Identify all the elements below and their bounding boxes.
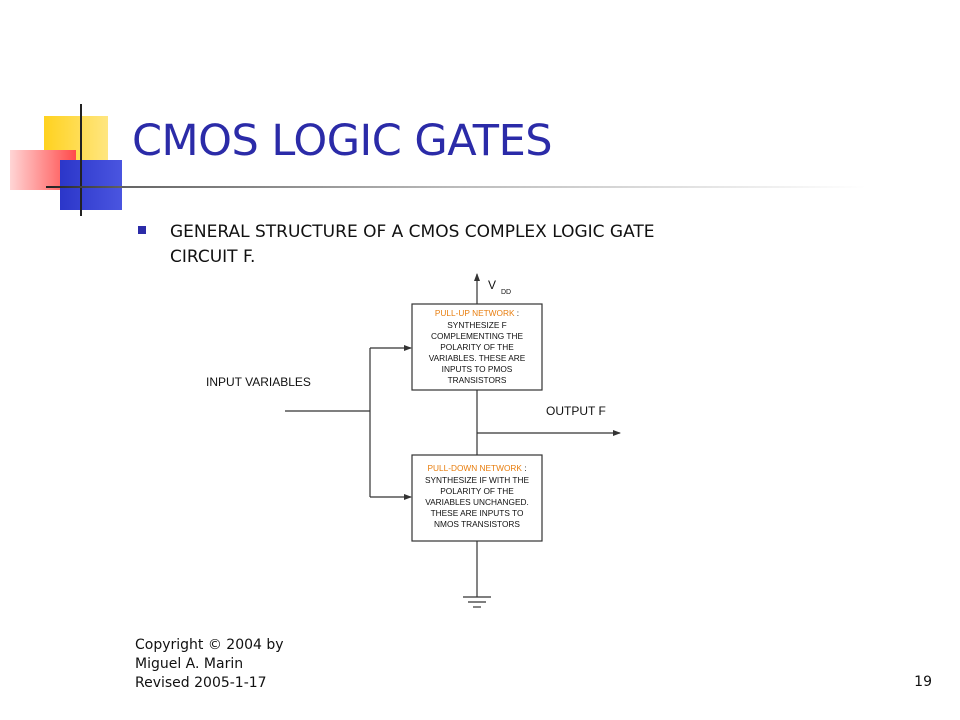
pullup-line: COMPLEMENTING THE: [431, 331, 524, 341]
page-number: 19: [914, 674, 932, 690]
decor-blue-square: [60, 160, 122, 210]
pullup-title: PULL-UP NETWORK :: [435, 308, 519, 318]
pulldown-line: POLARITY OF THE: [440, 486, 514, 496]
pullup-line: VARIABLES. THESE ARE: [429, 353, 526, 363]
bullet-line-2: CIRCUIT F.: [170, 247, 256, 267]
bullet-text: GENERAL STRUCTURE OF A CMOS COMPLEX LOGI…: [170, 220, 810, 270]
pulldown-line: THESE ARE INPUTS TO: [431, 508, 524, 518]
pulldown-line: SYNTHESIZE IF WITH THE: [425, 475, 529, 485]
vdd-label: V: [488, 278, 496, 292]
bullet-marker: [138, 226, 146, 234]
pulldown-text: SYNTHESIZE IF WITH THE POLARITY OF THE V…: [425, 475, 529, 529]
pullup-line: INPUTS TO PMOS: [442, 364, 513, 374]
vdd-subscript: DD: [501, 289, 511, 296]
footer-copyright: Copyright © 2004 by Miguel A. Marin Revi…: [135, 636, 284, 693]
output-label: OUTPUT F: [546, 404, 606, 418]
pulldown-line: VARIABLES UNCHANGED.: [425, 497, 529, 507]
decor-vertical-line: [80, 104, 82, 216]
footer-line-1: Copyright © 2004 by: [135, 637, 284, 653]
footer-line-3: Revised 2005-1-17: [135, 675, 267, 691]
input-label: INPUT VARIABLES: [206, 375, 311, 389]
pullup-line: POLARITY OF THE: [440, 342, 514, 352]
pulldown-line: NMOS TRANSISTORS: [434, 519, 520, 529]
pulldown-title: PULL-DOWN NETWORK :: [427, 463, 526, 473]
title-underline: [46, 186, 866, 188]
pullup-line: SYNTHESIZE F: [447, 320, 506, 330]
pullup-text: SYNTHESIZE F COMPLEMENTING THE POLARITY …: [429, 320, 526, 385]
pullup-line: TRANSISTORS: [448, 375, 507, 385]
ground-icon: [463, 596, 491, 608]
bullet-line-1: GENERAL STRUCTURE OF A CMOS COMPLEX LOGI…: [170, 222, 655, 242]
slide-title: CMOS LOGIC GATES: [132, 116, 553, 166]
footer-line-2: Miguel A. Marin: [135, 656, 244, 672]
